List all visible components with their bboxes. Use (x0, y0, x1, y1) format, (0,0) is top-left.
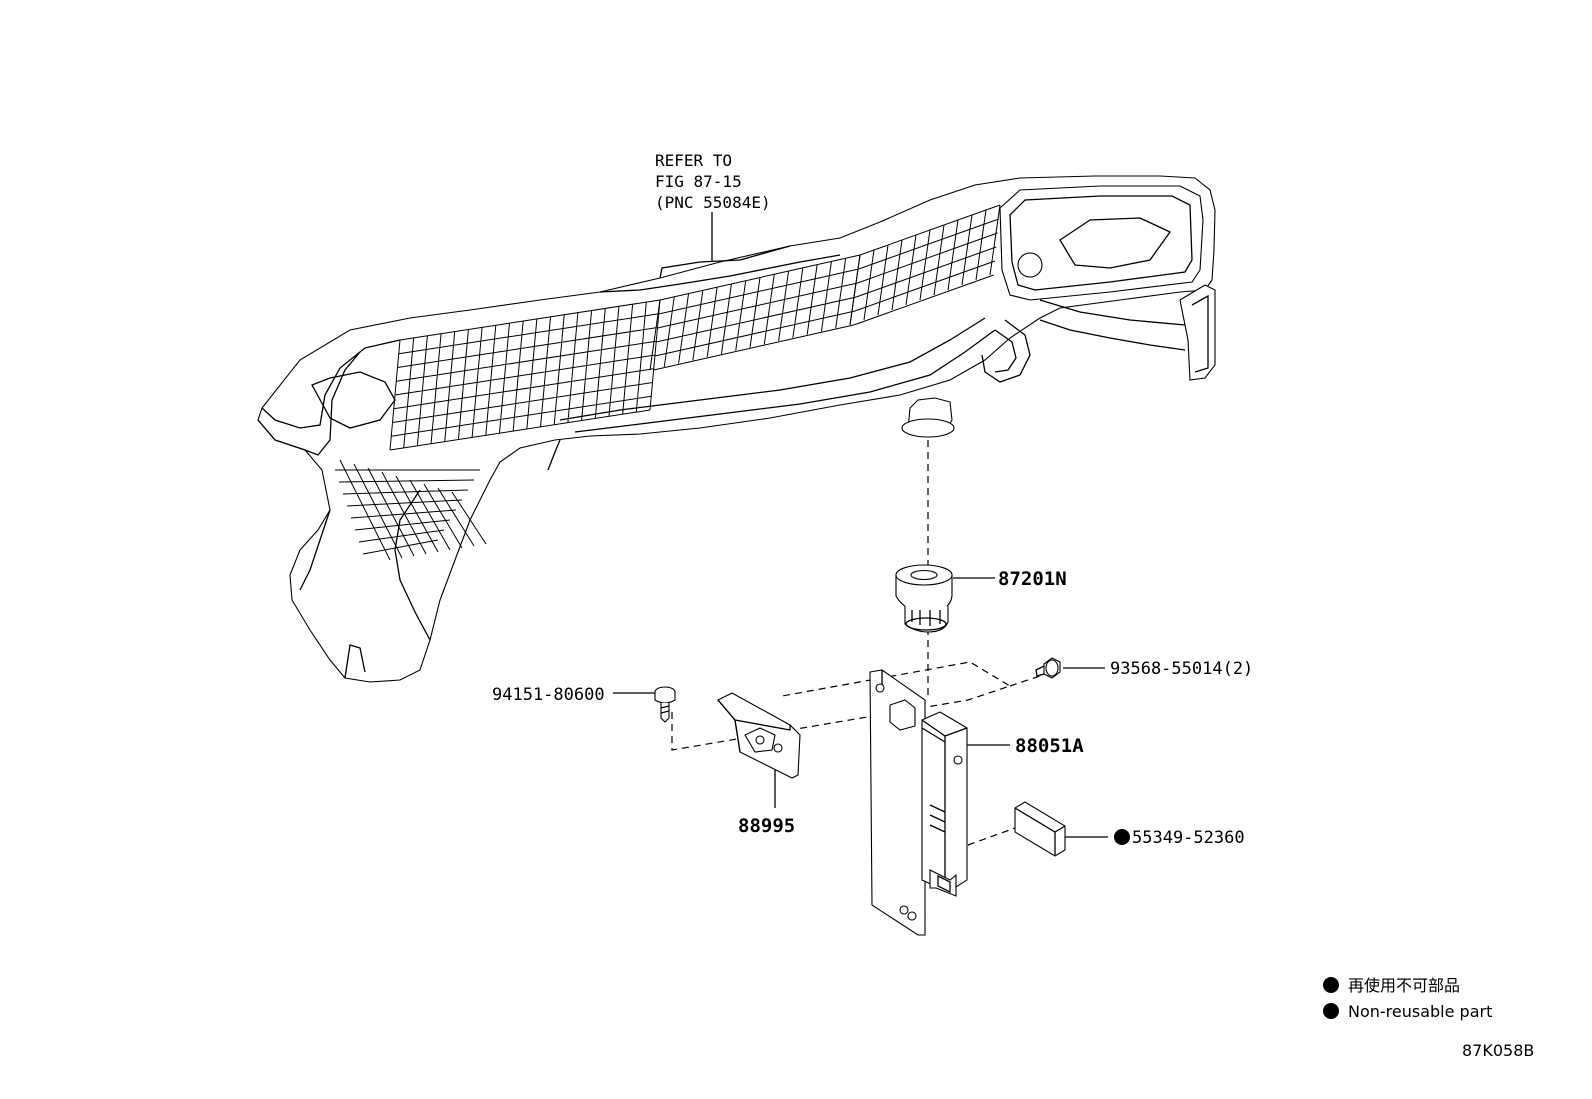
reference-line-1: REFER TO (655, 151, 732, 170)
part-label-88051a: 88051A (1015, 735, 1084, 757)
part-label-94151: 94151-80600 (492, 685, 605, 705)
bolt-93568 (1035, 657, 1061, 679)
air-duct-assembly (257, 175, 1216, 683)
part-label-55349: 55349-52360 (1132, 828, 1245, 848)
module-88051a (869, 669, 968, 936)
reference-line-2: FIG 87-15 (655, 172, 742, 191)
reference-line-3: (PNC 55084E) (655, 193, 771, 212)
figure-code: 87K058B (1462, 1041, 1534, 1060)
leader-lines (613, 212, 1108, 846)
part-label-93568: 93568-55014(2) (1110, 659, 1253, 679)
screw-94151 (654, 686, 676, 723)
label-55349 (1014, 801, 1130, 857)
duct-insulation-mesh (335, 204, 1001, 561)
bracket-88995 (717, 692, 801, 779)
legend-en: Non-reusable part (1348, 1002, 1492, 1021)
legend-marker-ja (1323, 977, 1339, 993)
legend-marker-en (1323, 1003, 1339, 1019)
grommet-87201n (895, 564, 953, 633)
non-reusable-marker (1114, 829, 1130, 845)
part-label-88995: 88995 (738, 815, 795, 837)
legend-ja: 再使用不可部品 (1348, 976, 1460, 995)
part-label-87201n: 87201N (998, 568, 1067, 590)
